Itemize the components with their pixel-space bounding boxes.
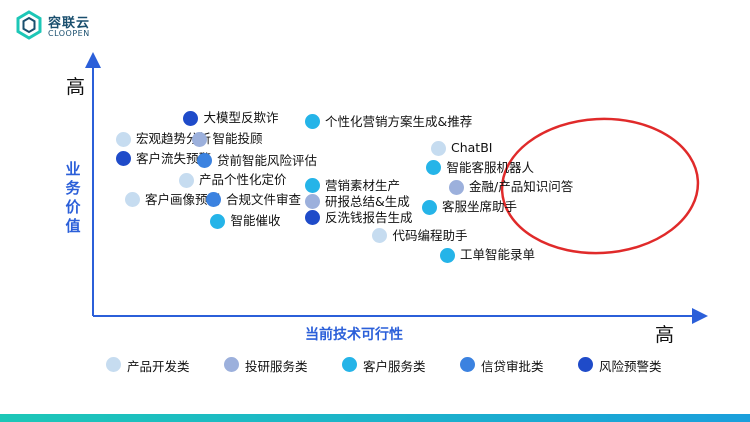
data-point-label: 智能催收 [230, 213, 281, 229]
legend-swatch [460, 357, 475, 372]
data-point [430, 140, 446, 156]
data-point [183, 110, 198, 126]
data-point-label: 客户流失预警 [136, 150, 212, 166]
legend-label: 信贷审批类 [481, 359, 544, 374]
brand-sub: CLOOPEN [48, 29, 90, 38]
data-point-label: 金融/产品知识问答 [469, 179, 574, 195]
data-point-label: 反洗钱报告生成 [325, 209, 413, 225]
data-point-label: 客户画像预测 [145, 191, 221, 207]
legend-label: 客户服务类 [363, 359, 426, 374]
data-point [115, 151, 131, 167]
data-point-label: 工单智能录单 [460, 247, 536, 263]
data-point [210, 213, 225, 229]
data-point-label: 大模型反欺诈 [203, 110, 279, 126]
legend: 产品开发类 投研服务类 客户服务类 信贷审批类 风险预警类 [106, 355, 726, 375]
data-point-label: 合规文件审查 [226, 191, 302, 207]
legend-label: 风险预警类 [599, 359, 662, 374]
data-point [178, 172, 194, 188]
data-point [115, 131, 131, 147]
legend-label: 产品开发类 [127, 359, 190, 374]
y-axis-title: 业务价值 [65, 160, 81, 235]
data-point-label: 客服坐席助手 [442, 199, 518, 215]
data-point-label: 智能客服机器人 [446, 159, 535, 175]
legend-label: 投研服务类 [245, 359, 308, 374]
bottom-gradient-bar [0, 414, 750, 422]
brand-name: 容联云 [48, 16, 91, 31]
data-point-label: 产品个性化定价 [199, 172, 287, 188]
data-point [205, 192, 221, 208]
y-axis-high-label: 高 [66, 76, 86, 98]
legend-swatch [342, 357, 357, 372]
data-point [124, 192, 140, 208]
data-point [439, 247, 455, 263]
data-point-label: ChatBI [451, 140, 493, 156]
data-point [304, 210, 320, 226]
data-point [426, 160, 441, 176]
data-point-label: 研报总结&生成 [325, 193, 410, 209]
data-point-label: 代码编程助手 [392, 227, 468, 243]
data-point [192, 131, 207, 147]
data-point [304, 114, 320, 130]
data-point [304, 178, 320, 194]
data-point-label: 贷前智能风险评估 [217, 152, 318, 168]
legend-swatch [578, 357, 593, 372]
legend-swatch [106, 357, 121, 372]
data-point-label: 智能投顾 [212, 131, 263, 147]
x-axis-title: 当前技术可行性 [305, 327, 403, 343]
data-point [196, 153, 212, 169]
highlight-ellipse [500, 117, 700, 255]
data-point-label: 个性化营销方案生成&推荐 [325, 113, 473, 129]
x-axis-high-label: 高 [655, 324, 675, 346]
brand-logo-icon [16, 10, 42, 40]
data-point [304, 194, 320, 210]
data-point-label: 营销素材生产 [325, 177, 401, 193]
brand-logo: 容联云 CLOOPEN [14, 8, 134, 44]
data-point [421, 199, 437, 215]
legend-swatch [224, 357, 239, 372]
data-point [448, 179, 464, 195]
data-point [372, 228, 387, 243]
